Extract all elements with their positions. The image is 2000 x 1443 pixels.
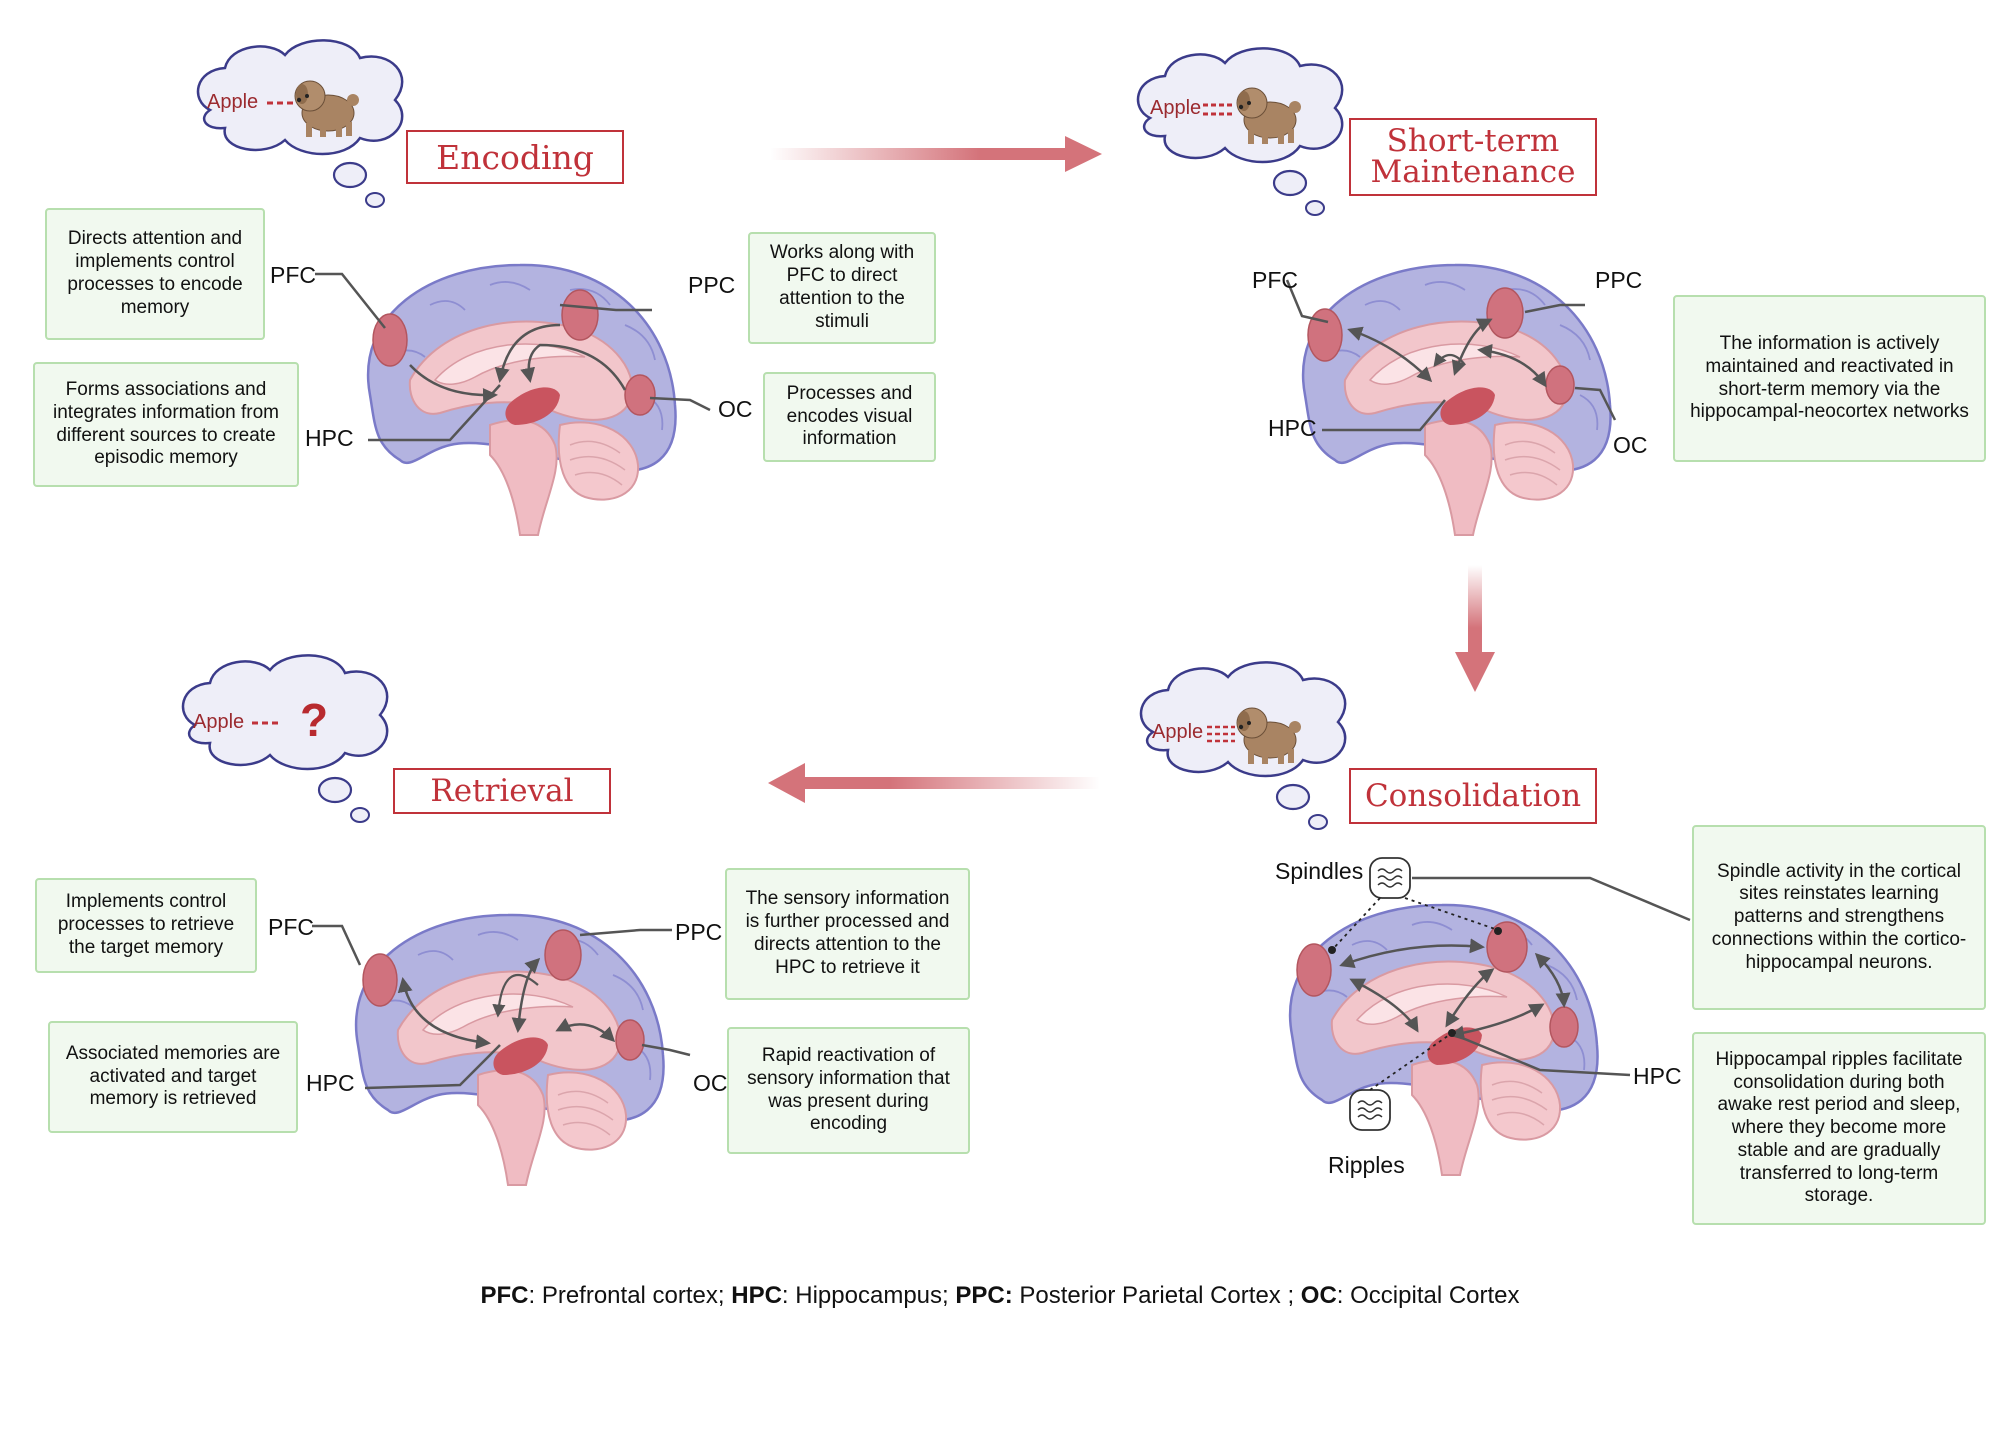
retrieval-pfc-label: PFC <box>268 914 314 940</box>
maintenance-hpc-label: HPC <box>1268 415 1317 441</box>
encoding-pfc-region <box>372 313 408 367</box>
encoding-ppc-label: PPC <box>688 272 736 298</box>
retrieval-ppc-region <box>544 929 582 981</box>
flow-arrow-consolidation-to-retrieval <box>768 763 1100 803</box>
flow-arrow-encoding-to-maintenance <box>770 136 1102 172</box>
retrieval-ppc-label: PPC <box>675 919 723 945</box>
encoding-oc-region <box>624 374 656 416</box>
consolidation-title: Consolidation <box>1349 768 1597 824</box>
encoding-oc-note: Processes and encodes visual information <box>763 372 936 462</box>
maintenance-oc-region <box>1545 365 1575 405</box>
legend-full-ppc: Posterior Parietal Cortex ; <box>1012 1282 1301 1309</box>
retrieval-thought-cloud-icon <box>181 654 389 824</box>
maintenance-title: Short-term Maintenance <box>1349 118 1597 196</box>
consolidation-oc-region <box>1549 1006 1579 1048</box>
spindles-wave-icon <box>1369 857 1411 899</box>
maintenance-pfc-label: PFC <box>1252 267 1298 293</box>
retrieval-hpc-label: HPC <box>306 1070 355 1096</box>
flow-arrow-maintenance-to-consolidation <box>1455 565 1495 692</box>
maintenance-thought-cloud-icon <box>1136 47 1344 217</box>
retrieval-brain-icon <box>354 913 665 1187</box>
retrieval-hpc-note: Associated memories are activated and ta… <box>48 1021 298 1133</box>
encoding-pfc-label: PFC <box>270 262 316 288</box>
maintenance-thought-word: Apple <box>1150 97 1202 119</box>
retrieval-ppc-note: The sensory information is further proce… <box>725 868 970 1000</box>
encoding-thought-cloud-icon <box>196 39 404 209</box>
question-mark-icon: ? <box>300 694 329 746</box>
legend-full-oc: : Occipital Cortex <box>1336 1282 1520 1309</box>
legend-full-hpc: Hippocampus; <box>795 1282 956 1309</box>
encoding-thought-word: Apple <box>207 91 259 113</box>
consolidation-ripples-note: Hippocampal ripples facilitate consolida… <box>1692 1032 1986 1225</box>
consolidation-dashed-link <box>1207 725 1235 743</box>
ripples-wave-icon <box>1349 1089 1391 1131</box>
retrieval-pfc-region <box>362 953 398 1007</box>
maintenance-brain-icon <box>1301 263 1612 537</box>
legend-abbr-hpc: HPC <box>731 1282 782 1309</box>
legend-def-hpc: : <box>781 1282 796 1309</box>
encoding-oc-label: OC <box>718 396 753 422</box>
consolidation-thought-cloud-icon <box>1139 661 1347 831</box>
retrieval-oc-region <box>615 1019 645 1061</box>
legend-full-pfc: Prefrontal cortex; <box>541 1282 732 1309</box>
legend-def-pfc: : <box>528 1282 542 1309</box>
maintenance-oc-label: OC <box>1613 432 1648 458</box>
retrieval-pfc-note: Implements control processes to retrieve… <box>35 878 257 973</box>
consolidation-pfc-region <box>1296 943 1332 997</box>
consolidation-spindles-note: Spindle activity in the cortical sites r… <box>1692 825 1986 1010</box>
retrieval-title: Retrieval <box>393 768 611 814</box>
maintenance-ppc-region <box>1486 287 1524 339</box>
encoding-ppc-region <box>561 289 599 341</box>
encoding-hpc-note: Forms associations and integrates inform… <box>33 362 299 487</box>
encoding-ppc-note: Works along with PFC to direct attention… <box>748 232 936 344</box>
retrieval-oc-note: Rapid reactivation of sensory informatio… <box>727 1027 970 1154</box>
legend-abbr-pfc: PFC <box>480 1282 529 1309</box>
legend-abbr-oc: OC <box>1300 1282 1337 1309</box>
encoding-pfc-note: Directs attention and implements control… <box>45 208 265 340</box>
maintenance-ppc-label: PPC <box>1595 267 1643 293</box>
maintenance-dashed-link <box>1203 103 1232 116</box>
encoding-title: Encoding <box>406 130 624 184</box>
retrieval-thought-word: Apple <box>193 711 245 733</box>
consolidation-spindles-label: Spindles <box>1275 858 1364 884</box>
maintenance-main-note: The information is actively maintained a… <box>1673 295 1986 462</box>
legend-abbr-ppc: PPC: <box>955 1282 1013 1309</box>
retrieval-oc-label: OC <box>693 1070 728 1096</box>
encoding-hpc-label: HPC <box>305 425 354 451</box>
consolidation-thought-word: Apple <box>1152 721 1204 743</box>
consolidation-hpc-label: HPC <box>1633 1063 1682 1089</box>
consolidation-ppc-region <box>1486 921 1528 973</box>
maintenance-pfc-region <box>1307 308 1343 362</box>
abbreviation-legend: PFC: Prefrontal cortex; HPC: Hippocampus… <box>0 1282 2000 1310</box>
encoding-brain-icon <box>366 263 677 537</box>
consolidation-ripples-label: Ripples <box>1328 1152 1405 1178</box>
